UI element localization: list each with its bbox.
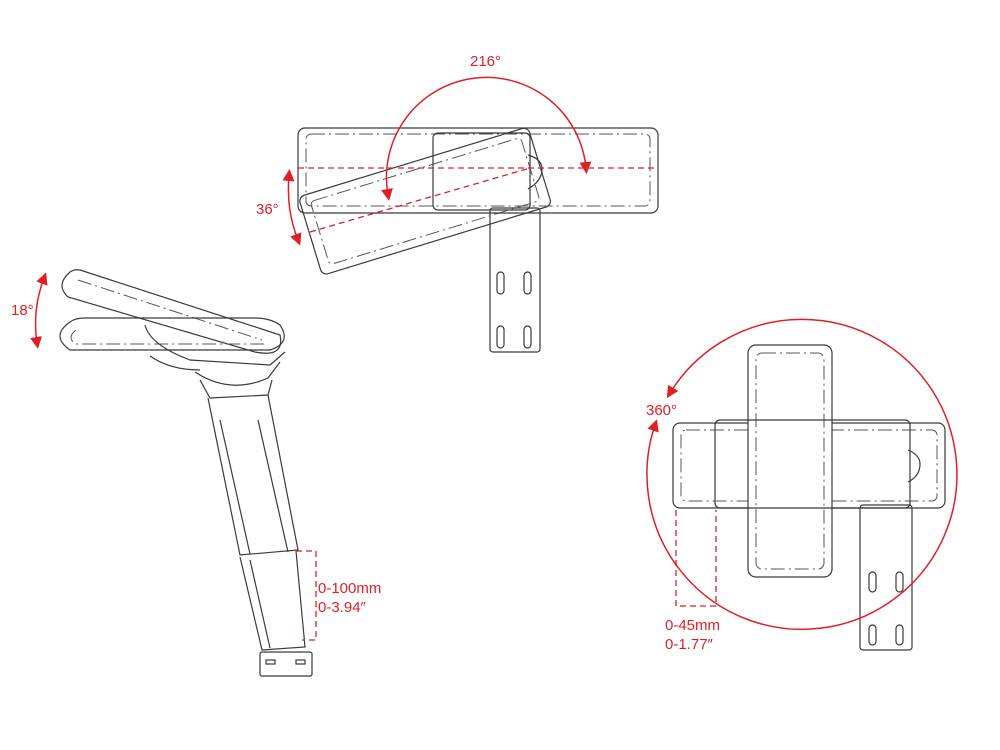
slot [523, 271, 532, 295]
top-view: 216° 36° [256, 53, 659, 353]
armrest-pad [297, 127, 659, 214]
label-36: 36° [256, 201, 279, 218]
bracket [489, 207, 541, 353]
tilted-pad [61, 269, 282, 354]
slot [523, 325, 532, 349]
rotation-arrow-216 [381, 76, 592, 201]
rotation-view: 360° 0-45mm 0-1.77″ [646, 318, 958, 653]
label-360: 360° [646, 402, 677, 419]
label-slide-mm: 0-45mm [665, 617, 720, 634]
pad-mount [144, 324, 286, 371]
clamp-block [714, 419, 911, 509]
post-upper [207, 394, 299, 556]
slot [496, 271, 505, 295]
level-pad [59, 317, 285, 351]
rotated-pad [299, 127, 551, 275]
post-lower [239, 550, 306, 651]
rotation-arrow-360 [646, 318, 958, 631]
label-slide-in: 0-1.77″ [665, 636, 714, 653]
bracket [859, 504, 913, 651]
label-18: 18° [11, 302, 34, 319]
label-height-in: 0-3.94″ [318, 599, 367, 616]
label-216: 216° [470, 53, 501, 70]
tilt-arrow-18 [30, 272, 48, 349]
vertical-pad [747, 344, 833, 578]
base-clamp [259, 651, 313, 677]
side-view: 18° 0-100mm 0-3.94″ [11, 269, 381, 677]
pivot-arrow-36 [282, 169, 302, 246]
label-height-mm: 0-100mm [318, 580, 381, 597]
clamp-block [432, 132, 531, 211]
slot [496, 325, 505, 349]
pivot-head [194, 361, 281, 399]
